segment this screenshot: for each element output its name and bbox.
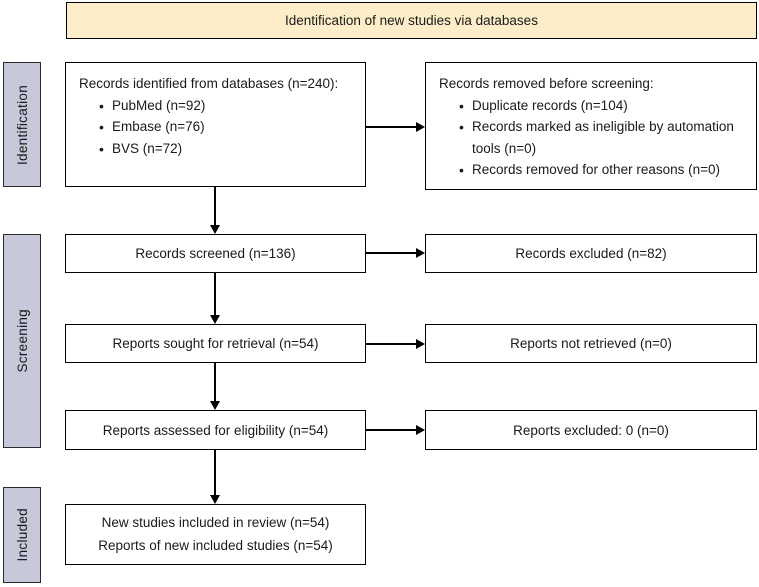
box-records-identified-title: Records identified from databases (n=240… (79, 76, 339, 91)
stage-identification: Identification (3, 62, 41, 187)
box-reports-assessed: Reports assessed for eligibility (n=54) (65, 410, 366, 450)
arrow-identified-to-removed (366, 126, 417, 128)
arrow-sought-to-not-retrieved (366, 343, 417, 345)
arrow-sought-to-assessed (214, 363, 216, 402)
box-reports-not-retrieved-label: Reports not retrieved (n=0) (510, 336, 672, 351)
box-reports-sought-label: Reports sought for retrieval (n=54) (112, 336, 319, 351)
box-reports-excluded: Reports excluded: 0 (n=0) (425, 410, 757, 450)
banner-label: Identification of new studies via databa… (285, 13, 538, 28)
box-reports-assessed-label: Reports assessed for eligibility (n=54) (102, 422, 329, 438)
box-records-removed-bullets: Duplicate records (n=104) Records marked… (439, 95, 746, 182)
box-included-line1: New studies included in review (n=54) (101, 515, 330, 531)
bullet-bvs: BVS (n=72) (99, 138, 355, 160)
arrow-screened-to-sought (214, 273, 216, 316)
stage-included: Included (3, 487, 41, 583)
stage-screening: Screening (3, 234, 41, 448)
stage-included-label: Included (14, 508, 30, 562)
stage-screening-label: Screening (14, 309, 30, 373)
box-records-identified: Records identified from databases (n=240… (65, 62, 366, 187)
bullet-ineligible-automation: Records marked as ineligible by automati… (459, 116, 746, 159)
arrow-identified-to-screened (214, 187, 216, 226)
box-reports-sought: Reports sought for retrieval (n=54) (65, 324, 366, 363)
box-reports-excluded-label: Reports excluded: 0 (n=0) (513, 422, 669, 438)
box-included-line2: Reports of new included studies (n=54) (98, 537, 333, 553)
banner-identification-of-new-studies: Identification of new studies via databa… (66, 2, 757, 39)
arrow-assessed-to-included (214, 450, 216, 496)
box-records-excluded-label: Records excluded (n=82) (515, 246, 667, 261)
box-records-excluded: Records excluded (n=82) (425, 234, 757, 273)
box-records-identified-bullets: PubMed (n=92) Embase (n=76) BVS (n=72) (79, 95, 355, 160)
box-reports-not-retrieved: Reports not retrieved (n=0) (425, 324, 757, 363)
bullet-pubmed: PubMed (n=92) (99, 95, 355, 117)
box-new-studies-included: New studies included in review (n=54) Re… (65, 504, 366, 565)
bullet-other-reasons: Records removed for other reasons (n=0) (459, 159, 746, 181)
box-records-removed: Records removed before screening: Duplic… (425, 62, 757, 190)
box-records-screened-label: Records screened (n=136) (135, 246, 296, 261)
box-records-screened: Records screened (n=136) (65, 234, 366, 273)
bullet-embase: Embase (n=76) (99, 116, 355, 138)
arrow-assessed-to-excluded (366, 429, 417, 431)
arrow-screened-to-excluded (366, 252, 417, 254)
bullet-duplicate-records: Duplicate records (n=104) (459, 95, 746, 117)
box-records-removed-title: Records removed before screening: (439, 76, 654, 91)
stage-identification-label: Identification (14, 84, 30, 165)
